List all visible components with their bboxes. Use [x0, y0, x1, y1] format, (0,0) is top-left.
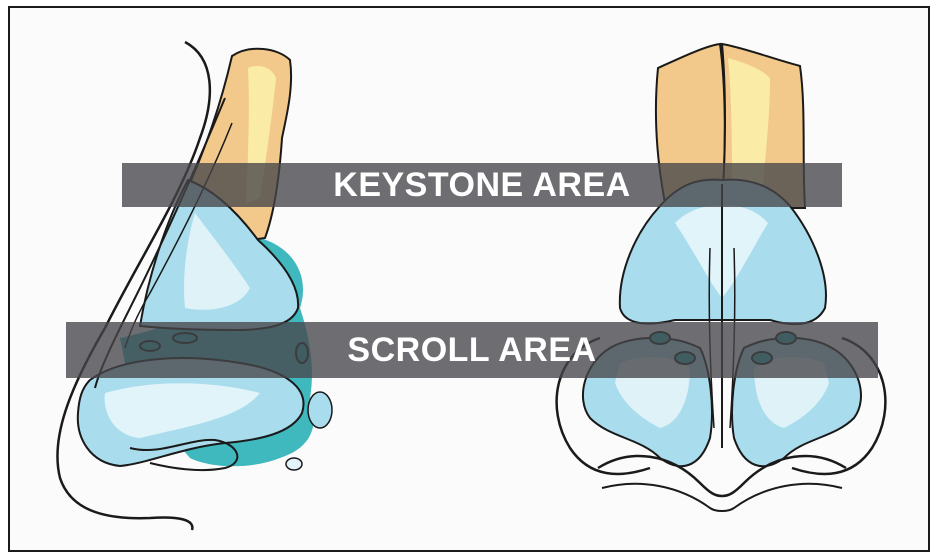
lateral-upper-cartilage-highlight: [184, 213, 250, 310]
keystone-area-label: KEYSTONE AREA: [122, 163, 842, 207]
lateral-nostril-line: [129, 438, 239, 472]
lateral-nose-view: [56, 40, 333, 531]
lateral-lower-cartilage-highlight: [104, 383, 260, 438]
lateral-tissue-fragment: [285, 457, 303, 471]
frontal-base-line: [597, 454, 847, 498]
frontal-nose-view: [555, 42, 887, 512]
frontal-base-line-lower: [601, 482, 843, 512]
diagram-frame: KEYSTONE AREA SCROLL AREA: [8, 6, 930, 552]
scroll-area-label: SCROLL AREA: [66, 322, 878, 378]
nose-anatomy-illustration: [56, 40, 887, 531]
lateral-tissue-fragment: [307, 391, 333, 429]
